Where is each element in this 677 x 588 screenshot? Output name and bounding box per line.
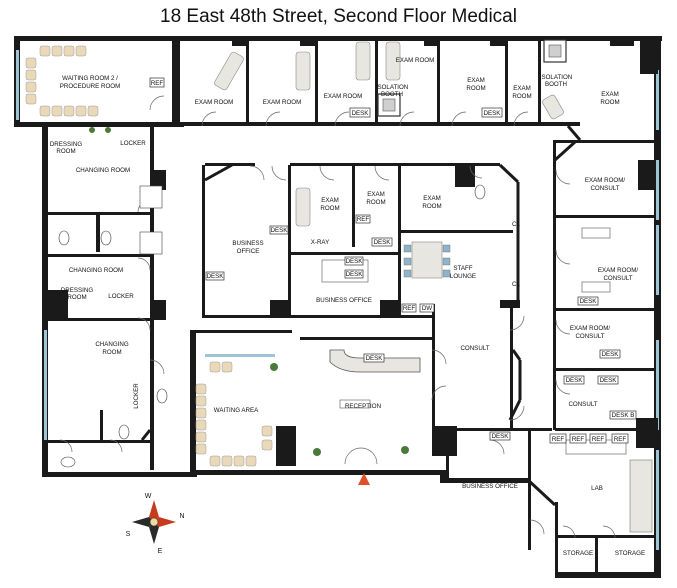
room-business-2: BUSINESS OFFICE [316, 297, 372, 304]
room-exam-8-sub: ROOM [320, 205, 339, 212]
room-changing-3: CHANGING [95, 341, 129, 348]
tag-desk-12: DESK [492, 433, 510, 440]
room-consult-1: CONSULT [460, 345, 489, 352]
tag-ref-2: REF [357, 216, 370, 223]
room-changing-1: CHANGING ROOM [76, 167, 130, 174]
room-exam-consult-2-sub: CONSULT [603, 275, 632, 282]
room-waiting2: WAITING ROOM 2 / [62, 75, 118, 82]
room-reception: RECEPTION [345, 403, 381, 410]
tag-desk-10: DESK [566, 377, 584, 384]
room-exam-10: EXAM [423, 195, 441, 202]
room-waiting2-sub: PROCEDURE ROOM [60, 83, 121, 90]
tag-ref-7: REF [614, 436, 627, 443]
entrance-marker [358, 473, 370, 485]
tag-cl-3: CL [433, 450, 441, 457]
compass-e: E [158, 548, 163, 555]
room-exam-consult-3: EXAM ROOM/ [570, 325, 611, 332]
interior-walls [48, 36, 658, 577]
tag-desk-1: DESK [352, 110, 370, 117]
room-exam-consult-2: EXAM ROOM/ [598, 267, 639, 274]
tag-desk-2: DESK [484, 110, 502, 117]
room-dressing-1-sub: ROOM [56, 148, 75, 155]
tag-desk-8: DESK [580, 298, 598, 305]
room-exam-9: EXAM [367, 191, 385, 198]
room-exam-9-sub: ROOM [366, 199, 385, 206]
room-dressing-2-sub: ROOM [67, 294, 86, 301]
waiting-area-chairs [195, 361, 273, 467]
tag-ref-5: REF [572, 436, 585, 443]
room-changing-3-sub: ROOM [102, 349, 121, 356]
waiting2-chairs [25, 45, 99, 117]
room-exam-consult-3-sub: CONSULT [575, 333, 604, 340]
room-isolation-1: ISOLATION [376, 84, 409, 91]
compass-s: S [126, 531, 131, 538]
tag-desk-7: DESK [346, 271, 364, 278]
room-exam-5: EXAM [467, 77, 485, 84]
room-dressing-1: DRESSING [50, 141, 83, 148]
tag-desk-b: DESK B [612, 412, 635, 419]
room-consult-2: CONSULT [568, 401, 597, 408]
room-isolation-2-sub: BOOTH [545, 81, 567, 88]
room-exam-8: EXAM [321, 197, 339, 204]
compass-n: N [179, 513, 184, 520]
tag-desk-5: DESK [374, 239, 392, 246]
room-isolation-2: ISOLATION [540, 74, 573, 81]
plan-title: 18 East 48th Street, Second Floor Medica… [160, 6, 517, 27]
tag-ref-4: REF [552, 436, 565, 443]
room-labels: WAITING ROOM 2 / PROCEDURE ROOM EXAM ROO… [50, 57, 645, 557]
equipment-tags: REF DESK DESK DESK DESK REF DESK DESK DE… [149, 77, 637, 457]
room-waiting-area: WAITING AREA [214, 407, 259, 414]
tag-desk-4: DESK [207, 273, 225, 280]
room-dressing-2: DRESSING [61, 287, 94, 294]
room-exam-4: EXAM ROOM [396, 57, 435, 64]
room-storage-1: STORAGE [563, 550, 593, 557]
room-exam-consult-1-sub: CONSULT [590, 185, 619, 192]
label-locker-2: LOCKER [108, 293, 134, 300]
exam-tables [214, 41, 564, 227]
label-locker-1: LOCKER [120, 140, 146, 147]
room-exam-7-sub: ROOM [600, 99, 619, 106]
tag-dw: DW [422, 305, 432, 312]
room-lab: LAB [591, 485, 603, 492]
room-business-1: BUSINESS [232, 240, 263, 247]
room-business-1-sub: OFFICE [237, 248, 260, 255]
tag-desk-reception: DESK [366, 355, 384, 362]
tag-desk-11: DESK [600, 377, 618, 384]
room-storage-2: STORAGE [615, 550, 645, 557]
compass-w: W [145, 493, 152, 500]
room-business-3: BUSINESS OFFICE [462, 483, 518, 490]
room-changing-2: CHANGING ROOM [69, 267, 123, 274]
room-exam-consult-1: EXAM ROOM/ [585, 177, 626, 184]
tag-ref-6: REF [592, 436, 605, 443]
room-exam-3: EXAM ROOM [324, 93, 363, 100]
room-staff-lounge-sub: LOUNGE [450, 273, 476, 280]
tag-desk-3: DESK [271, 227, 289, 234]
room-exam-10-sub: ROOM [422, 203, 441, 210]
room-exam-6-sub: ROOM [512, 93, 531, 100]
room-exam-5-sub: ROOM [466, 85, 485, 92]
tag-desk-6: DESK [346, 258, 364, 265]
label-locker-3: LOCKER [133, 383, 140, 409]
room-exam-7: EXAM [601, 91, 619, 98]
room-exam-2: EXAM ROOM [263, 99, 302, 106]
room-exam-6: EXAM [513, 85, 531, 92]
tag-cl-2: CL [512, 281, 520, 288]
label-xray: X-RAY [311, 239, 329, 246]
compass-rose [132, 500, 176, 544]
windows [16, 50, 659, 550]
tag-ref-3: REF [403, 305, 416, 312]
room-exam-1: EXAM ROOM [195, 99, 234, 106]
tag-cl-1: CL [512, 221, 520, 228]
tag-desk-9: DESK [602, 351, 620, 358]
tag-ref-1: REF [151, 80, 164, 87]
angled-walls [140, 125, 582, 507]
room-isolation-1-sub: BOOTH [381, 91, 403, 98]
room-staff-lounge: STAFF [453, 265, 472, 272]
